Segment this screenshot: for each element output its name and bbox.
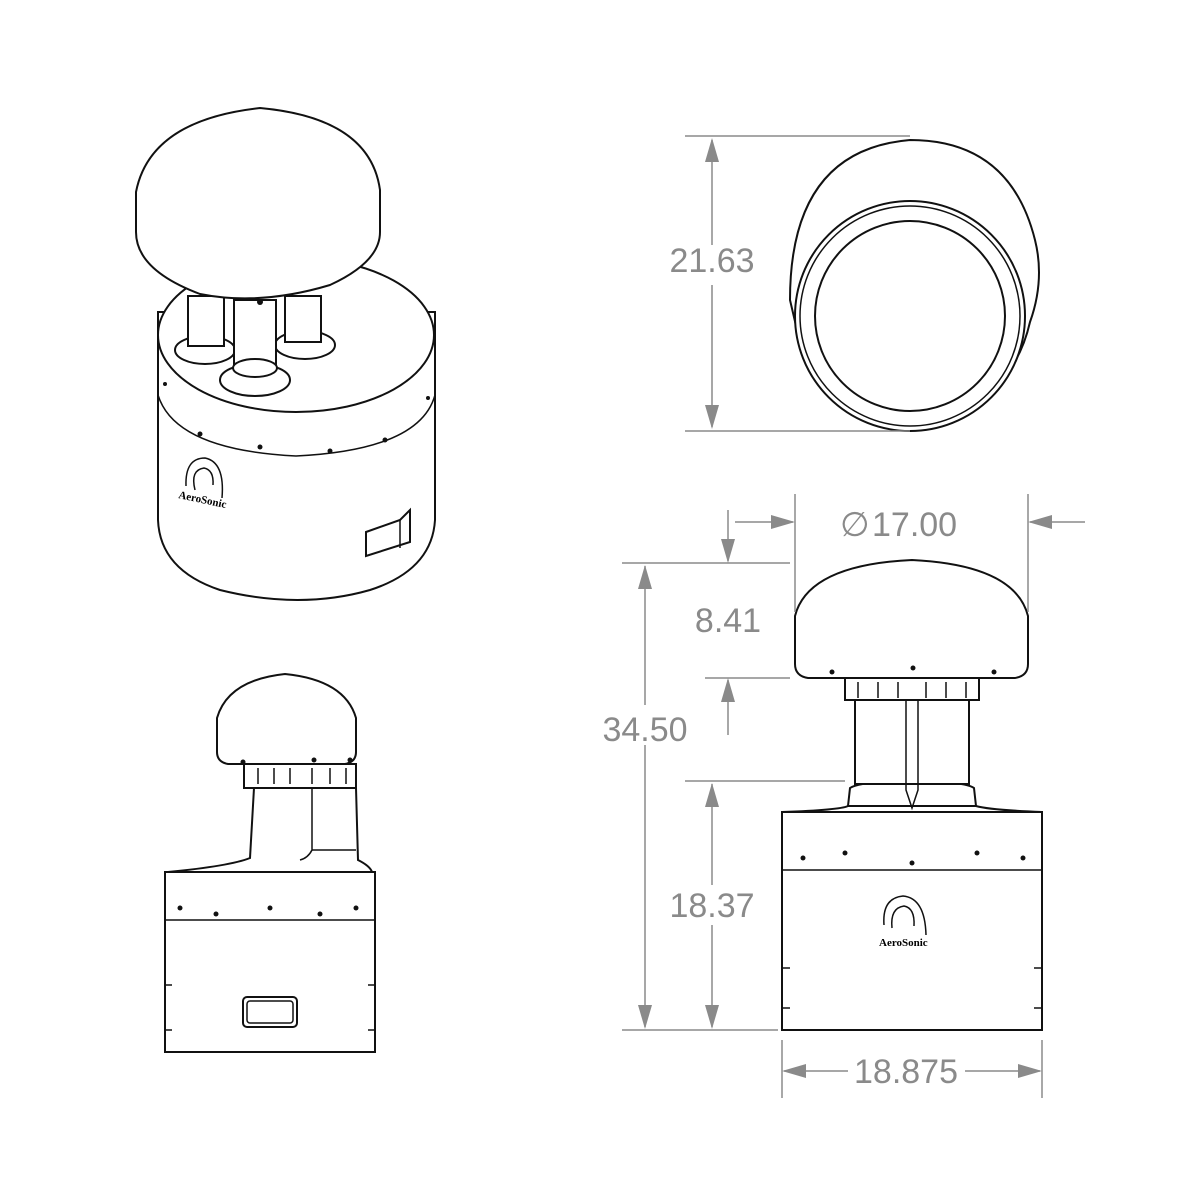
front-view: AeroSonic	[781, 558, 1043, 1031]
dim-overall-height-label: 34.50	[602, 711, 687, 749]
dim-dome-diameter-label: 17.00	[872, 506, 957, 544]
front-logo: AeroSonic	[879, 895, 928, 949]
front-base	[781, 811, 1043, 1031]
front-dome	[794, 558, 1029, 679]
side-rivets	[177, 905, 359, 917]
iso-rivets	[163, 382, 430, 454]
iso-transducer-arms	[174, 295, 336, 397]
side-neck	[167, 787, 374, 873]
dim-overall-height: 34.50	[602, 565, 778, 1031]
dim-base-height-label: 18.37	[669, 887, 754, 925]
dim-base-width-label: 18.875	[854, 1053, 958, 1091]
front-logo-wave-icon	[883, 895, 927, 936]
side-dome	[216, 672, 357, 765]
dim-dome-section-height-label: 8.41	[695, 602, 761, 640]
side-view-left	[164, 672, 376, 1053]
top-inner-ring	[814, 220, 1006, 412]
dim-base-height: 18.37	[669, 780, 845, 1029]
dim-dome-height: 21.63	[669, 135, 910, 432]
top-view	[788, 138, 1040, 432]
side-port	[242, 996, 298, 1028]
front-rivets	[800, 850, 1026, 866]
isometric-view: AeroSonic	[135, 106, 436, 601]
iso-band	[157, 394, 436, 457]
front-probe	[905, 700, 919, 811]
front-logo-text: AeroSonic	[879, 937, 928, 949]
iso-side-port	[365, 507, 411, 558]
dim-dome-diameter: ∅ 17.00	[735, 494, 1085, 612]
iso-dome	[135, 106, 381, 300]
dim-base-width: 18.875	[781, 1040, 1043, 1098]
diameter-symbol: ∅	[840, 506, 870, 544]
front-neck	[854, 699, 970, 785]
side-transducer-ring	[243, 763, 357, 789]
dim-dome-height-label: 21.63	[669, 242, 754, 280]
dim-dome-section-height: 8.41	[622, 510, 790, 735]
front-transducer-ring	[844, 677, 980, 701]
logo-wave-icon	[185, 457, 224, 499]
